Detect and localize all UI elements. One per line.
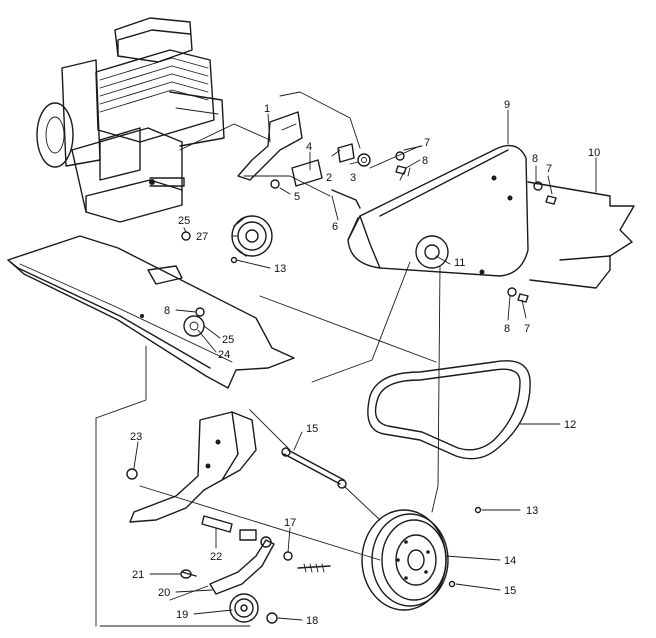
callout-23: 23: [130, 431, 142, 443]
leader-lines: [133, 109, 597, 621]
guard-mounting-plate: [527, 181, 635, 289]
callout-27: 27: [196, 231, 208, 243]
callout-1: 1: [264, 103, 270, 115]
idler-bracket: [129, 411, 257, 523]
callout-2: 2: [326, 172, 332, 184]
callout-25-top: 25: [178, 215, 190, 227]
engine-pulley: [231, 215, 273, 257]
callout-20: 20: [158, 587, 170, 599]
callout-15: 15: [504, 585, 516, 597]
callout-24: 24: [218, 349, 230, 361]
callout-5: 5: [294, 191, 300, 203]
callout-12: 12: [564, 419, 576, 431]
tension-rod: [281, 447, 347, 489]
callout-4: 4: [306, 141, 312, 153]
callout-25-lower: 25: [222, 334, 234, 346]
assembly-phantom-lines: [95, 91, 441, 627]
callout-17: 17: [284, 517, 296, 529]
callout-8-shield: 8: [164, 305, 170, 317]
transmission-pulley: [361, 509, 449, 611]
idler-arm: [180, 529, 331, 595]
callout-16: 15: [306, 423, 318, 435]
callout-7-top: 7: [424, 137, 430, 149]
tine-shield: [7, 235, 295, 389]
belt-guide-bracket: [237, 111, 371, 209]
callout-14: 14: [504, 555, 516, 567]
callout-19: 19: [176, 609, 188, 621]
idler-pulley: [229, 593, 278, 624]
callout-3: 3: [350, 172, 356, 184]
drive-belt: [367, 360, 531, 460]
callout-10: 10: [588, 147, 600, 159]
belt-guard: [347, 144, 529, 277]
callout-11: 11: [454, 257, 465, 269]
hardware-parts: [126, 151, 557, 588]
callout-13-top: 13: [274, 263, 286, 275]
callout-13-lower: 13: [526, 505, 538, 517]
callout-labels: 1 4 2 3 5 6 7 8 9 8 7 10 11 8 7 12 25 27…: [130, 99, 600, 627]
callout-8-right: 8: [532, 153, 538, 165]
callout-7-right: 7: [546, 163, 552, 175]
idler-axle: [201, 515, 233, 533]
callout-6: 6: [332, 221, 338, 233]
callout-22: 22: [210, 551, 222, 563]
callout-7-lower: 7: [524, 323, 530, 335]
callout-21: 21: [132, 569, 144, 581]
callout-18: 18: [306, 615, 318, 627]
callout-9: 9: [504, 99, 510, 111]
callout-8-top: 8: [422, 155, 428, 167]
engine: [36, 17, 225, 223]
callout-8-lower: 8: [504, 323, 510, 335]
